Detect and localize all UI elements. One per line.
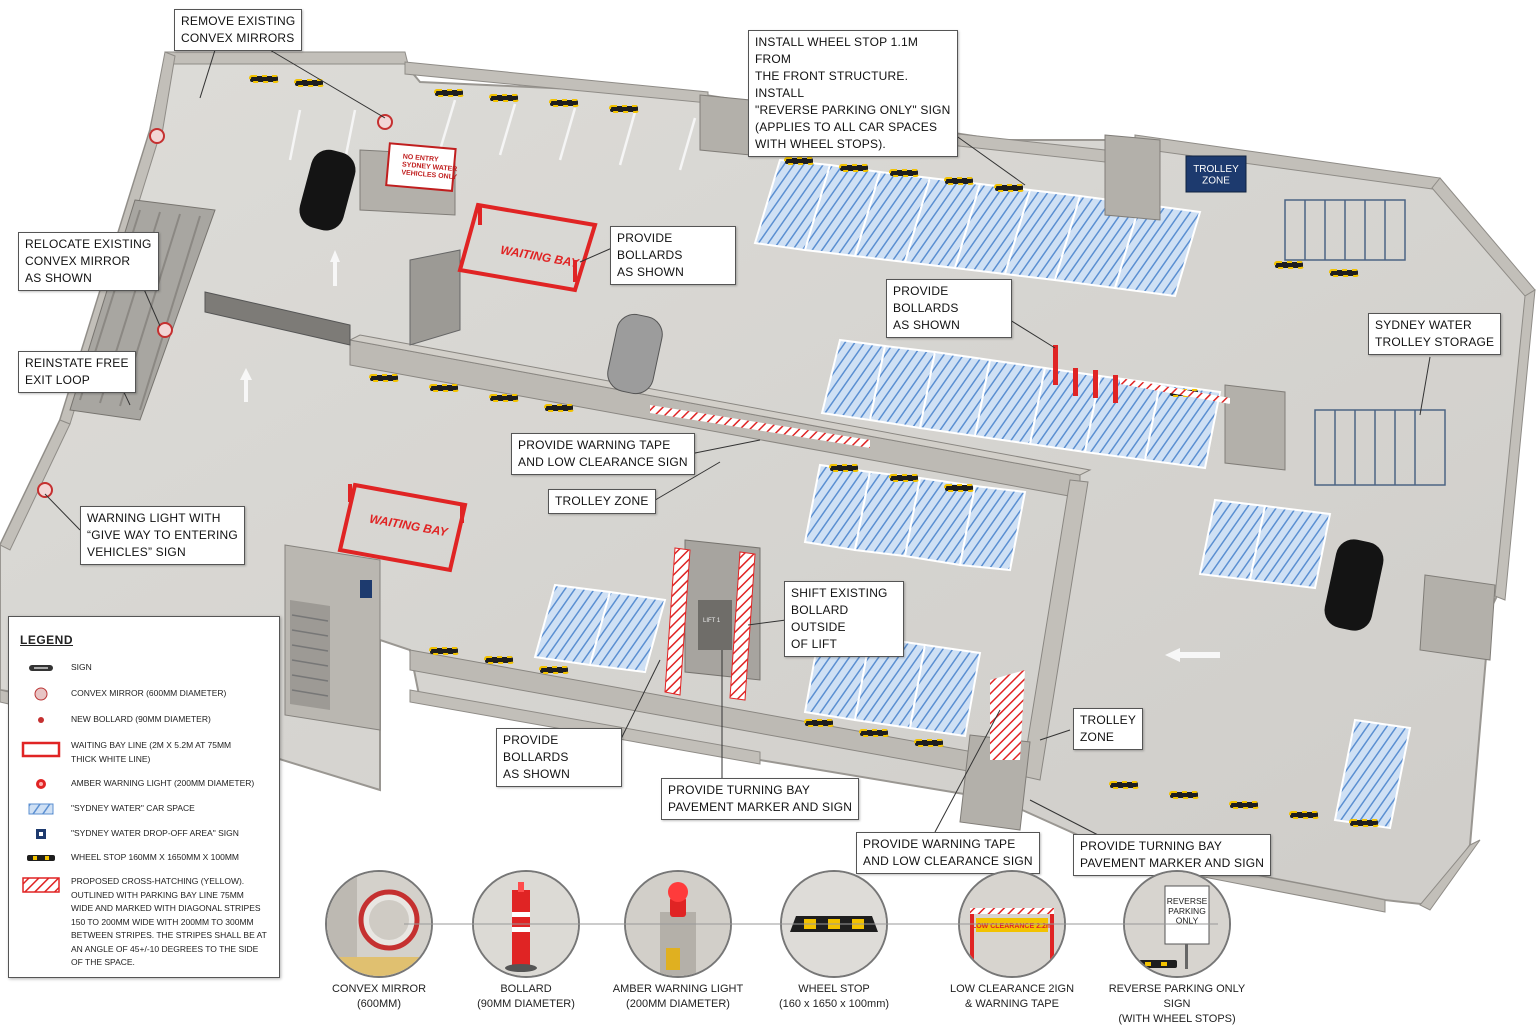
upper-bay-lines xyxy=(288,99,697,171)
callout-install-wheel-stop: INSTALL WHEEL STOP 1.1M FROM THE FRONT S… xyxy=(748,30,958,157)
drop-off-sign-icon xyxy=(36,829,46,839)
detail-convex-mirror: CONVEX MIRROR (600MM) xyxy=(299,870,459,1012)
sydney-water-space-icon xyxy=(28,803,54,815)
warning-tape xyxy=(650,378,1230,760)
sydney-water-bays-top xyxy=(753,158,1202,298)
amber-light-icon xyxy=(626,872,730,976)
detail-label-amber-light: AMBER WARNING LIGHT (200MM DIAMETER) xyxy=(612,983,744,1010)
callout-trolley-storage: SYDNEY WATER TROLLEY STORAGE xyxy=(1368,313,1502,355)
cars xyxy=(299,149,1384,631)
callout-relocate-convex-mirror: RELOCATE EXISTING CONVEX MIRROR AS SHOWN xyxy=(18,232,159,291)
detail-amber-light: AMBER WARNING LIGHT (200MM DIAMETER) xyxy=(598,870,758,1012)
detail-label-convex-mirror: CONVEX MIRROR (600MM) xyxy=(331,983,427,1010)
convex-mirror-icon xyxy=(327,872,431,976)
callout-provide-bollards-2: PROVIDE BOLLARDS AS SHOWN xyxy=(886,279,1012,338)
callout-provide-bollards-3: PROVIDE BOLLARDS AS SHOWN xyxy=(496,728,622,787)
detail-label-bollard: BOLLARD (90MM DIAMETER) xyxy=(477,983,575,1010)
callout-trolley-zone-1: TROLLEY ZONE xyxy=(548,489,656,514)
convex-mirrors-plan xyxy=(37,114,393,498)
lift-label: LIFT 1 xyxy=(703,618,721,624)
no-entry-sign: NO ENTRYSYDNEY WATERVEHICLES ONLY xyxy=(385,142,459,192)
sydney-water-bays-right xyxy=(1198,498,1412,830)
direction-arrows xyxy=(240,250,1220,662)
no-entry-sign-text: NO ENTRYSYDNEY WATERVEHICLES ONLY xyxy=(401,153,459,181)
bollard-icon xyxy=(474,872,578,976)
bollard-icon xyxy=(38,717,44,723)
detail-wheel-stop: WHEEL STOP (160 x 1650 x 100mm) xyxy=(754,870,914,1012)
interior-wall-vertical xyxy=(1021,479,1089,781)
callout-warning-light: WARNING LIGHT WITH “GIVE WAY TO ENTERING… xyxy=(80,506,245,565)
detail-bollard: BOLLARD (90MM DIAMETER) xyxy=(446,870,606,1012)
callout-trolley-zone-2: TROLLEY ZONE xyxy=(1073,708,1144,750)
sign-icon xyxy=(29,665,53,671)
sydney-water-bays-lower xyxy=(533,463,1027,738)
legend-title: LEGEND xyxy=(20,633,74,647)
low-clearance-icon: LOW CLEARANCE 2.2m xyxy=(960,872,1064,976)
convex-mirror-icon xyxy=(34,687,48,701)
stair-core-left xyxy=(284,544,381,731)
legend: LEGEND SIGN CONVEX MIRROR (600MM DIAMETE… xyxy=(8,616,280,978)
wheel-stops xyxy=(249,75,1379,827)
low-clearance-sign-text: LOW CLEARANCE 2.2m xyxy=(972,923,1052,930)
callout-reinstate-exit-loop: REINSTATE FREE EXIT LOOP xyxy=(18,351,136,393)
detail-label-low-clearance: LOW CLEARANCE 2IGN & WARNING TAPE xyxy=(949,983,1075,1010)
entry-gate-wall xyxy=(204,291,351,346)
trolley-racks xyxy=(1284,199,1446,486)
callout-turning-bay-1: PROVIDE TURNING BAY PAVEMENT MARKER AND … xyxy=(661,778,860,820)
detail-label-reverse-parking: REVERSE PARKING ONLY SIGN (WITH WHEEL ST… xyxy=(1108,983,1246,1025)
callout-provide-bollards-1: PROVIDE BOLLARDS AS SHOWN xyxy=(610,226,736,285)
cross-hatching-icon xyxy=(22,877,60,893)
detail-label-wheel-stop: WHEEL STOP (160 x 1650 x 100mm) xyxy=(778,983,890,1010)
waiting-bay-line-icon xyxy=(21,741,61,758)
amber-light-icon xyxy=(36,779,46,789)
callout-remove-convex-mirrors: REMOVE EXISTING CONVEX MIRRORS xyxy=(174,9,303,51)
wheel-stop-icon xyxy=(782,872,886,976)
detail-low-clearance: LOW CLEARANCE 2.2m LOW CLEARANCE 2IGN & … xyxy=(932,870,1092,1012)
bollards xyxy=(348,205,1118,523)
outer-walls xyxy=(0,51,1536,913)
wheel-stop-icon xyxy=(27,855,55,861)
callout-warning-tape-1: PROVIDE WARNING TAPE AND LOW CLEARANCE S… xyxy=(511,433,695,475)
lift-core: LIFT 1 xyxy=(664,539,761,701)
sydney-water-bays-middle xyxy=(820,338,1222,470)
callout-warning-tape-2: PROVIDE WARNING TAPE AND LOW CLEARANCE S… xyxy=(856,832,1040,874)
callout-shift-bollard: SHIFT EXISTING BOLLARD OUTSIDE OF LIFT xyxy=(784,581,904,657)
